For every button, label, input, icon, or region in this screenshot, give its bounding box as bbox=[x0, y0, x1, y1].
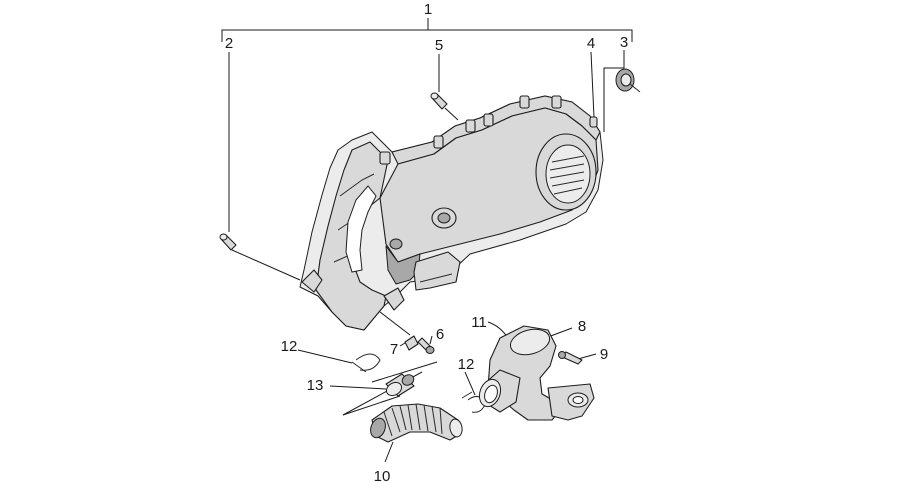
pin-4 bbox=[589, 116, 598, 128]
callout-labels: 1 2 5 4 3 6 7 11 8 9 12 13 12 10 bbox=[225, 1, 628, 483]
callout-12-left: 12 bbox=[281, 338, 298, 355]
callout-6: 6 bbox=[436, 326, 444, 343]
callout-13: 13 bbox=[307, 377, 324, 394]
screw-9 bbox=[558, 351, 583, 365]
callout-4: 4 bbox=[587, 35, 595, 52]
callout-12-right: 12 bbox=[458, 356, 475, 373]
screw-6 bbox=[417, 337, 435, 354]
callout-5: 5 bbox=[435, 37, 443, 54]
callout-9: 9 bbox=[600, 346, 608, 363]
hose-clamp-left bbox=[351, 353, 381, 373]
callout-1: 1 bbox=[424, 1, 432, 18]
callout-2: 2 bbox=[225, 35, 233, 52]
transmission-cover bbox=[299, 95, 604, 331]
dowel-pin-left bbox=[219, 233, 237, 251]
sleeve-13 bbox=[385, 373, 415, 397]
dowel-pin-top bbox=[430, 92, 448, 110]
oil-seal bbox=[615, 68, 641, 93]
leader-lines bbox=[221, 18, 633, 463]
callout-8: 8 bbox=[578, 318, 586, 335]
callout-11: 11 bbox=[471, 314, 487, 331]
callout-10: 10 bbox=[374, 468, 391, 483]
callout-7: 7 bbox=[390, 341, 398, 358]
callout-3: 3 bbox=[620, 34, 628, 51]
air-duct-housing bbox=[478, 325, 595, 421]
intake-hose bbox=[370, 403, 463, 443]
clip-7 bbox=[404, 335, 419, 351]
